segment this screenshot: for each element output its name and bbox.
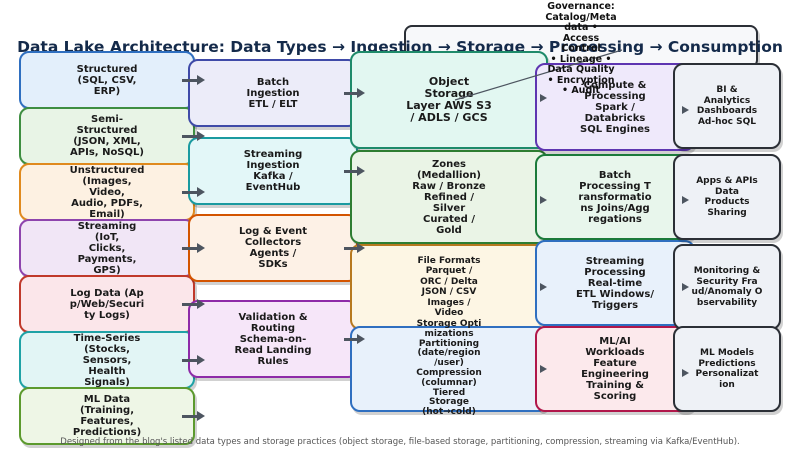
arrow-source-2: [182, 131, 205, 141]
processing-compute: Compute & Processing Spark / Databricks …: [535, 63, 695, 151]
arrow-storage-4: [540, 365, 547, 373]
arrow-source-1: [182, 75, 205, 85]
governance-text: Governance: Catalog/Meta data • Access C…: [545, 1, 617, 96]
arrow-ingestion-4: [344, 334, 365, 344]
arrow-source-5: [182, 299, 205, 309]
arrow-processing-2: [682, 196, 689, 204]
arrow-processing-4: [682, 369, 689, 377]
processing-ml-ai: ML/AI Workloads Feature Engineering Trai…: [535, 326, 695, 412]
arrow-source-7: [182, 411, 205, 421]
ingestion-streaming: Streaming Ingestion Kafka / EventHub: [188, 137, 358, 205]
processing-batch: Batch Processing T ransformatio ns Joins…: [535, 154, 695, 240]
ingestion-batch: Batch Ingestion ETL / ELT: [188, 59, 358, 127]
storage-zones: Zones (Medallion) Raw / Bronze Refined /…: [350, 150, 548, 244]
ingestion-validation: Validation & Routing Schema-on- Read Lan…: [188, 300, 358, 378]
storage-object-layer: Object Storage Layer AWS S3 / ADLS / GCS: [350, 51, 548, 149]
consumption-apps: Apps & APIs Data Products Sharing: [673, 154, 781, 240]
source-ml-data: ML Data (Training, Features, Predictions…: [19, 387, 195, 445]
source-log-data: Log Data (Ap p/Web/Securi ty Logs): [19, 275, 195, 333]
arrow-ingestion-1: [344, 88, 365, 98]
arrow-source-3: [182, 187, 205, 197]
consumption-ml-models: ML Models Predictions Personalizat ion: [673, 326, 781, 412]
arrow-storage-3: [540, 283, 547, 291]
storage-optimizations: Storage Opti mizations Partitioning (dat…: [350, 319, 548, 417]
arrow-processing-1: [682, 106, 689, 114]
arrow-processing-3: [682, 283, 689, 291]
source-semi-structured: Semi- Structured (JSON, XML, APIs, NoSQL…: [19, 107, 195, 165]
diagram-caption: Designed from the blog's listed data typ…: [60, 437, 740, 447]
source-streaming: Streaming (IoT, Clicks, Payments, GPS): [19, 219, 195, 277]
arrow-ingestion-2: [344, 166, 365, 176]
arrow-source-6: [182, 355, 205, 365]
arrow-storage-2: [540, 196, 547, 204]
arrow-ingestion-3: [344, 243, 365, 253]
arrow-source-4: [182, 243, 205, 253]
diagram-title: Data Lake Architecture: Data Types → Ing…: [17, 38, 783, 56]
storage-file-formats: File Formats Parquet / ORC / Delta JSON …: [350, 244, 548, 330]
consumption-bi: BI & Analytics Dashboards Ad-hoc SQL: [673, 63, 781, 149]
source-time-series: Time-Series (Stocks, Sensors, Health Sig…: [19, 331, 195, 389]
arrow-storage-1: [540, 94, 547, 102]
